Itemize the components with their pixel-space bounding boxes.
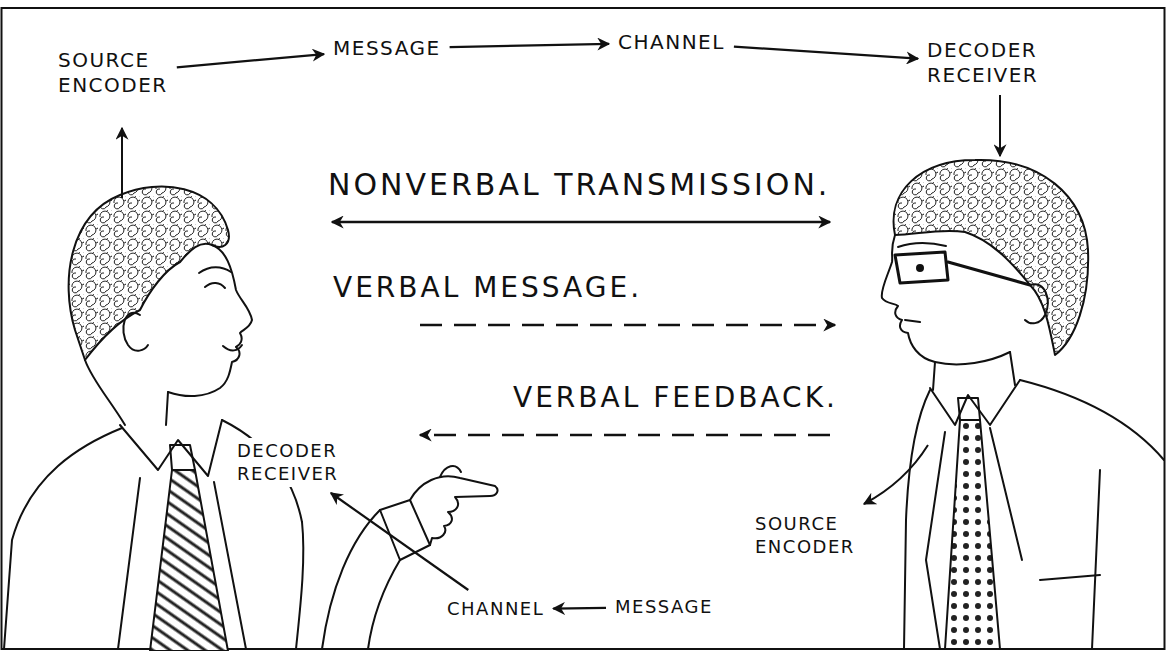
drawing-stroke (933, 362, 935, 390)
drawing-stroke (1010, 352, 1015, 385)
drawing-stroke (882, 235, 1010, 364)
drawing-stroke (214, 482, 246, 649)
term-text: MESSAGE (333, 36, 441, 61)
drawing-stroke (1025, 284, 1048, 323)
drawing-stroke (1092, 470, 1100, 649)
drawing-stroke (898, 243, 946, 247)
term-text: MESSAGE (615, 596, 713, 619)
drawing-stroke (170, 445, 195, 470)
term-text: SOURCE ENCODER (58, 48, 168, 98)
flow-term: DECODER RECEIVER (234, 438, 341, 487)
drawing-stroke (205, 283, 225, 288)
drawing-stroke (930, 380, 1020, 425)
drawing-stroke (917, 265, 923, 271)
drawing-stroke (120, 420, 222, 476)
flow-term: SOURCE ENCODER (752, 511, 858, 560)
drawing-stroke (296, 522, 303, 649)
drawing-stroke (864, 445, 928, 504)
drawing-stroke (990, 428, 1022, 560)
flow-arrow (177, 54, 324, 67)
drawing-stroke (332, 221, 830, 224)
term-text: CHANNEL (618, 30, 725, 55)
term-text: DECODER RECEIVER (237, 440, 338, 485)
flow-term: CHANNEL (615, 28, 728, 57)
drawing-stroke (420, 434, 830, 437)
drawing-stroke (894, 160, 1089, 355)
term-text: SOURCE ENCODER (755, 513, 855, 558)
right-man (882, 160, 1164, 649)
left-man (4, 187, 497, 651)
drawing-stroke (904, 390, 930, 649)
flow-term: MESSAGE (612, 594, 716, 621)
flow-term: DECODER RECEIVER (924, 36, 1041, 90)
drawing-stroke (223, 345, 242, 350)
drawing-stroke (368, 560, 400, 649)
drawing-stroke (1040, 575, 1100, 580)
term-text: CHANNEL (447, 598, 544, 621)
drawing-stroke (166, 392, 168, 425)
drawing-stroke (168, 245, 252, 396)
flow-arrow (734, 47, 918, 59)
flow-term: MESSAGE (330, 34, 444, 63)
drawing-stroke (69, 187, 229, 360)
drawing-stroke (121, 128, 123, 198)
flow-arrow (553, 607, 606, 610)
channel-label: NONVERBAL TRANSMISSION. (325, 166, 833, 204)
drawing-stroke (199, 267, 231, 273)
flow-arrow (331, 493, 468, 590)
flow-term: CHANNEL (444, 596, 547, 623)
drawing-stroke (999, 95, 1001, 156)
drawing-stroke (895, 252, 948, 283)
flow-term: SOURCE ENCODER (55, 46, 171, 100)
drawing-stroke (958, 398, 980, 420)
leader-arrows (122, 95, 1000, 504)
channel-label: VERBAL FEEDBACK. (510, 380, 841, 416)
flow-arrow (450, 44, 609, 47)
drawing-stroke (85, 360, 125, 425)
drawing-stroke (1020, 380, 1164, 460)
drawing-stroke (4, 428, 122, 649)
drawing-stroke (948, 262, 1030, 285)
channel-label: VERBAL MESSAGE. (330, 270, 645, 306)
drawing-stroke (926, 432, 945, 649)
drawing-stroke (945, 420, 1000, 649)
drawing-stroke (440, 466, 461, 477)
term-text: DECODER RECEIVER (927, 38, 1038, 88)
drawing-stroke (380, 500, 430, 560)
drawing-stroke (118, 478, 140, 649)
drawing-stroke (123, 313, 148, 351)
drawing-stroke (420, 324, 835, 327)
drawing-stroke (905, 320, 920, 322)
drawing-stroke (410, 476, 497, 545)
